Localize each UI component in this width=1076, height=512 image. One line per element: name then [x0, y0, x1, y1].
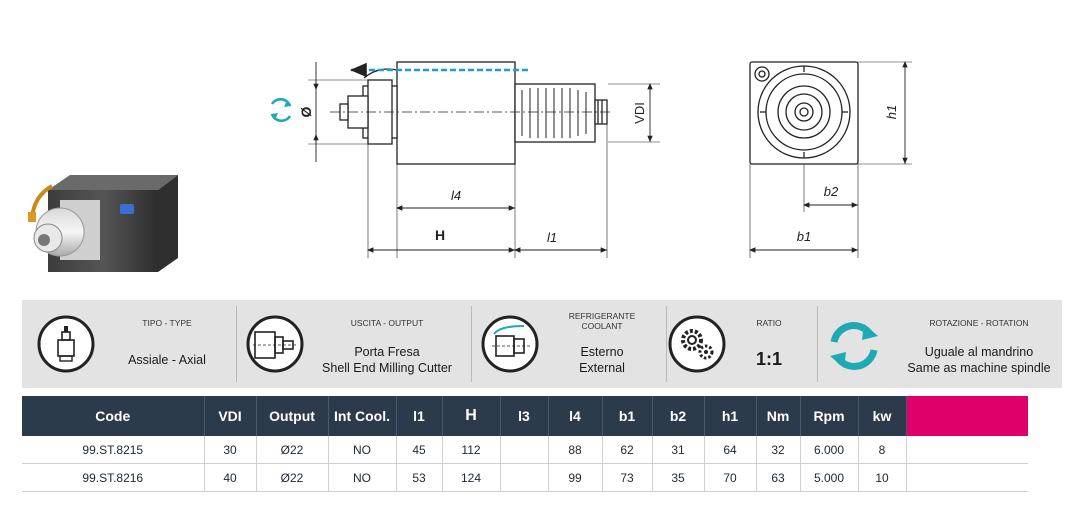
- info-ratio: RATIO 1:1: [667, 300, 817, 388]
- drawing-rotation-icon: [270, 97, 292, 123]
- dim-label-b1: b1: [797, 229, 811, 244]
- cell-l3: [500, 436, 549, 464]
- info-rotation: ROTAZIONE - ROTATION Uguale al mandrino …: [818, 300, 1062, 388]
- info-coolant-value-line2: External: [579, 361, 625, 375]
- cell-vdi: 40: [204, 463, 257, 492]
- front-view: [749, 61, 912, 258]
- cell-b1: 62: [602, 436, 653, 464]
- header-kw: kw: [858, 396, 907, 436]
- cell-l3: [500, 463, 549, 492]
- info-ratio-value: 1:1: [755, 349, 782, 369]
- info-output-value-line1: Porta Fresa: [354, 345, 420, 359]
- axial-holder-icon: [37, 315, 95, 373]
- header-int-cool: Int Cool.: [328, 396, 397, 436]
- header-output: Output: [256, 396, 329, 436]
- technical-drawing: Ø VDI l4 H l1 h1 b2 b1: [28, 61, 912, 272]
- info-rotation-value-line1: Uguale al mandrino: [924, 345, 1034, 359]
- info-rotation-title: ROTAZIONE - ROTATION: [929, 318, 1029, 328]
- cell-kw: 8: [858, 436, 907, 464]
- info-rotation-value-line2: Same as machine spindle: [907, 361, 1051, 375]
- header-b1: b1: [602, 396, 653, 436]
- cell-output: Ø22: [256, 463, 329, 492]
- table-row: 99.ST.8215 30 Ø22 NO 45 112 88 62 31 64 …: [22, 436, 1028, 464]
- header-accent: [906, 396, 1028, 436]
- info-type: TIPO - TYPE Assiale - Axial: [22, 300, 236, 388]
- cell-l1: 53: [396, 463, 443, 492]
- header-h1: h1: [704, 396, 757, 436]
- info-output-title: USCITA - OUTPUT: [350, 318, 424, 328]
- info-coolant-title-line1: REFRIGERANTE: [568, 311, 636, 321]
- table-row: 99.ST.8216 40 Ø22 NO 53 124 99 73 35 70 …: [22, 463, 1028, 492]
- cell-accent: [906, 436, 1028, 464]
- side-view: [308, 61, 660, 258]
- dim-label-l4: l4: [451, 188, 461, 203]
- info-ratio-title: RATIO: [756, 318, 782, 328]
- cell-accent: [906, 463, 1028, 492]
- cell-h1: 64: [704, 436, 757, 464]
- drawing-svg: Ø VDI l4 H l1 h1 b2 b1: [28, 61, 912, 272]
- cell-l4: 88: [548, 436, 603, 464]
- info-coolant-value-line1: Esterno: [580, 345, 624, 359]
- header-b2: b2: [652, 396, 705, 436]
- header-h: H: [442, 396, 501, 436]
- shell-mill-holder-icon: [246, 315, 304, 373]
- cell-rpm: 5.000: [800, 463, 859, 492]
- table-header-row: Code VDI Output Int Cool. l1 H l3 l4 b1 …: [22, 396, 1028, 436]
- header-l3: l3: [500, 396, 549, 436]
- cell-l4: 99: [548, 463, 603, 492]
- cell-rpm: 6.000: [800, 436, 859, 464]
- info-coolant: REFRIGERANTE COOLANT Esterno External: [472, 300, 666, 388]
- info-output-value-line2: Shell End Milling Cutter: [322, 361, 452, 375]
- cell-int-cool: NO: [328, 436, 397, 464]
- cell-nm: 63: [756, 463, 801, 492]
- cell-l1: 45: [396, 436, 443, 464]
- cell-output: Ø22: [256, 436, 329, 464]
- header-nm: Nm: [756, 396, 801, 436]
- cell-h: 112: [442, 436, 501, 464]
- cell-kw: 10: [858, 463, 907, 492]
- info-band: TIPO - TYPE Assiale - Axial USCITA - OUT…: [22, 300, 1062, 388]
- dim-label-l1: l1: [547, 230, 557, 245]
- cell-h: 124: [442, 463, 501, 492]
- dim-label-b2: b2: [824, 184, 839, 199]
- cell-b1: 73: [602, 463, 653, 492]
- spec-table: Code VDI Output Int Cool. l1 H l3 l4 b1 …: [22, 396, 1028, 492]
- header-l1: l1: [396, 396, 443, 436]
- cell-nm: 32: [756, 436, 801, 464]
- external-coolant-icon: [481, 315, 539, 373]
- cell-h1: 70: [704, 463, 757, 492]
- cell-code: 99.ST.8215: [22, 436, 205, 464]
- dim-label-vdi: VDI: [632, 102, 647, 124]
- product-photo: [28, 175, 178, 272]
- header-vdi: VDI: [204, 396, 257, 436]
- info-type-title: TIPO - TYPE: [142, 318, 192, 328]
- cell-b2: 31: [652, 436, 705, 464]
- rotation-arrows-icon: [830, 322, 878, 370]
- cell-code: 99.ST.8216: [22, 463, 205, 492]
- cell-vdi: 30: [204, 436, 257, 464]
- gears-icon: [668, 315, 726, 373]
- header-code: Code: [22, 396, 205, 436]
- dim-label-h1: h1: [884, 105, 899, 119]
- dim-label-h: H: [435, 227, 445, 243]
- cell-int-cool: NO: [328, 463, 397, 492]
- header-l4: l4: [548, 396, 603, 436]
- cell-b2: 35: [652, 463, 705, 492]
- info-coolant-title-line2: COOLANT: [581, 321, 623, 331]
- dim-label-diameter: Ø: [298, 106, 314, 117]
- info-type-value: Assiale - Axial: [128, 353, 206, 367]
- info-output: USCITA - OUTPUT Porta Fresa Shell End Mi…: [237, 300, 471, 388]
- header-rpm: Rpm: [800, 396, 859, 436]
